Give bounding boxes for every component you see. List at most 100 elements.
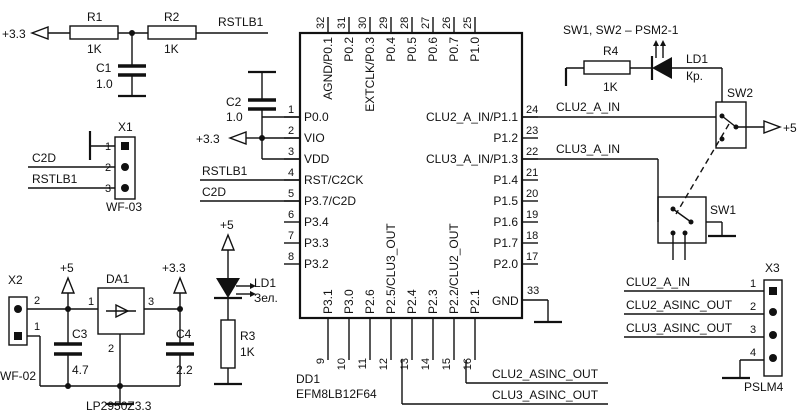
mcu-pin-17-name: P2.0 [493,257,518,271]
resistor-r4: R4 1K [583,44,631,94]
x2-ref: X2 [8,273,23,287]
mcu-gnd-label: GND [492,294,519,308]
x3-pin3: 3 [750,324,756,336]
x3-net-clu3-out: CLU3_ASINC_OUT [626,321,733,335]
mcu-ref: DD1 [296,372,320,386]
mcu-pin-1-num: 1 [288,104,294,116]
x3-pin4: 4 [750,347,756,359]
mcu-pin-22-name: CLU3_A_IN/P1.3 [426,152,518,166]
mcu-body [298,31,524,320]
x1-ref: X1 [118,120,133,134]
mcu-pin-29-num: 29 [378,17,390,29]
mcu-pin-28-name: P0.5 [405,37,419,62]
mcu-pin-18-num: 18 [526,230,538,242]
mcu-pin-16-num: 16 [462,358,474,370]
net-rstlb1: RSTLB1 [202,164,248,178]
da1-ref: DA1 [106,272,130,286]
mcu-pin-4-num: 4 [288,167,294,179]
capacitor-c3: C3 4.7 [54,327,89,377]
mcu-pin-22-num: 22 [526,146,538,158]
power-33-vio: +3.3 [196,130,262,146]
mcu-pin-21-name: P1.4 [493,173,518,187]
mcu-pin-2-num: 2 [288,125,294,137]
c3-value: 4.7 [72,363,89,377]
switch-sw2: SW2 [715,86,753,149]
mcu-pin-2-name: VIO [304,131,325,145]
mcu-pin-31-num: 31 [336,17,348,29]
mcu-pin-20-num: 20 [526,188,538,200]
da1-pin-in: 1 [88,296,94,308]
mcu-pin-20-name: P1.5 [493,194,518,208]
mcu-pin-28-num: 28 [399,17,411,29]
mcu-pin-13-name: P2.4 [405,289,419,314]
r2-ref: R2 [164,10,180,24]
led-ld1-red: LD1 Кр. [650,40,708,83]
mcu-pin-29-name: P0.4 [384,37,398,62]
mcu-pin-24-name: CLU2_A_IN/P1.1 [426,110,518,124]
c4-value: 2.2 [176,363,193,377]
r1-ref: R1 [87,10,103,24]
x3-type: PSLM4 [744,380,784,394]
c2-ref: C2 [226,95,242,109]
mcu-pin-8-num: 8 [288,251,294,263]
mcu-pin-23-name: P1.2 [493,131,518,145]
switch-mechanical-link [675,123,730,215]
connector-x3: X3 PSLM4 1 2 3 4 [744,261,784,394]
ld1-red-ref: LD1 [686,52,708,66]
mcu-pin-30-num: 30 [357,17,369,29]
c1-value: 1.0 [96,77,113,91]
mcu-pin-14-num: 14 [420,358,432,370]
net-clu3-out: CLU3_ASINC_OUT [492,388,599,402]
mcu-pin-15-num: 15 [441,358,453,370]
c2-value: 1.0 [226,110,243,124]
mcu-pin-14-name: P2.3 [426,289,440,314]
power-5-led-label: +5 [220,218,234,232]
x1-pin1: 1 [105,141,111,153]
power-33-label: +3.3 [2,27,26,41]
x1-pin2: 2 [105,162,111,174]
r3-ref: R3 [240,329,256,343]
power-5-da1: +5 [60,261,76,294]
da1-pin-gnd: 2 [108,343,114,355]
x1-net-rst: RSTLB1 [32,172,78,186]
regulator-da1: DA1 1 2 3 LP2950Z3.3 [86,272,154,413]
power-33-vio-label: +3.3 [196,132,220,146]
x3-ref: X3 [765,261,780,275]
mcu-pin-6-name: P3.4 [304,215,329,229]
x2-type: WF-02 [0,369,36,383]
x3-pin2: 2 [750,301,756,313]
c4-ref: C4 [176,327,192,341]
mcu-pin-3-num: 3 [288,146,294,158]
mcu-pin-6-num: 6 [288,209,294,221]
net-rstlb1-top: RSTLB1 [218,15,264,29]
x1-type: WF-03 [106,200,142,214]
resistor-r2: R2 1K [147,10,197,56]
mcu-pin-31-name: P0.2 [342,37,356,62]
mcu-part: EFM8LB12F64 [296,387,377,401]
mcu-pin-10-name: P3.0 [342,289,356,314]
x3-net-clu2-in: CLU2_A_IN [626,275,690,289]
x3-pin1: 1 [750,278,756,290]
sw2-label: SW2 [727,86,753,100]
mcu-pin-26-name: P0.7 [447,37,461,62]
mcu-pin-17-num: 17 [526,251,538,263]
mcu-pin-16-name: P2.1 [468,289,482,314]
x1-pin3: 3 [105,183,111,195]
c3-ref: C3 [72,327,88,341]
mcu-pin-24-num: 24 [526,104,538,116]
x3-net-clu2-out: CLU2_ASINC_OUT [626,298,733,312]
mcu-pin-19-num: 19 [526,209,538,221]
led-ld1-green: LD1 Зел. [214,276,278,305]
mcu-pin-19-name: P1.6 [493,215,518,229]
mcu-pin-32-num: 32 [315,17,327,29]
mcu-pin-12-name: P2.5/CLU3_OUT [384,223,398,314]
connector-x2: X2 WF-02 2 1 [0,273,40,383]
capacitor-c1: C1 1.0 [96,61,146,91]
mcu-pin-26-num: 26 [441,17,453,29]
mcu-pin-7-name: P3.3 [304,236,329,250]
mcu-pin-10-num: 10 [336,358,348,370]
mcu-pin-21-num: 21 [526,167,538,179]
power-5-led: +5 [220,218,236,251]
power-33-top-left: +3.3 [2,25,49,41]
